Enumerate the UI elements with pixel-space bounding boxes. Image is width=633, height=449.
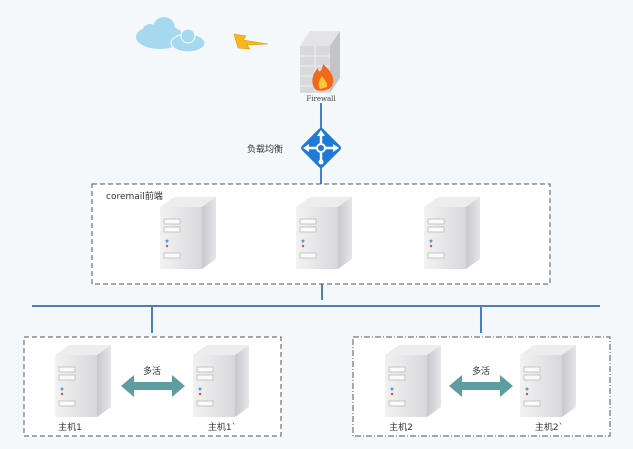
host-group-2-link-label: 多活 [472, 365, 490, 377]
host-1b-label: 主机1` [208, 421, 236, 433]
connection-lines [32, 103, 600, 333]
load-balancer-icon [301, 128, 341, 168]
host-2b-label: 主机2` [535, 421, 563, 433]
active-active-arrow-1 [121, 375, 185, 397]
host-server-1b [193, 345, 249, 417]
host-1-label: 主机1 [58, 421, 82, 433]
lightning-icon [233, 33, 269, 50]
cloud-icon [136, 17, 206, 53]
active-active-arrow-2 [449, 375, 513, 397]
host-2-label: 主机2 [389, 421, 413, 433]
host-server-2 [385, 345, 441, 417]
frontend-server-2 [296, 197, 352, 269]
host-server-1 [55, 345, 111, 417]
firewall-label: Firewall [306, 95, 336, 103]
host-group-1-link-label: 多活 [143, 365, 161, 377]
load-balancer-label: 负载均衡 [247, 143, 283, 155]
frontend-server-1 [160, 197, 216, 269]
frontend-group-label: coremail前端 [106, 190, 163, 202]
frontend-server-3 [424, 197, 480, 269]
host-server-2b [520, 345, 576, 417]
firewall-icon [300, 31, 340, 93]
